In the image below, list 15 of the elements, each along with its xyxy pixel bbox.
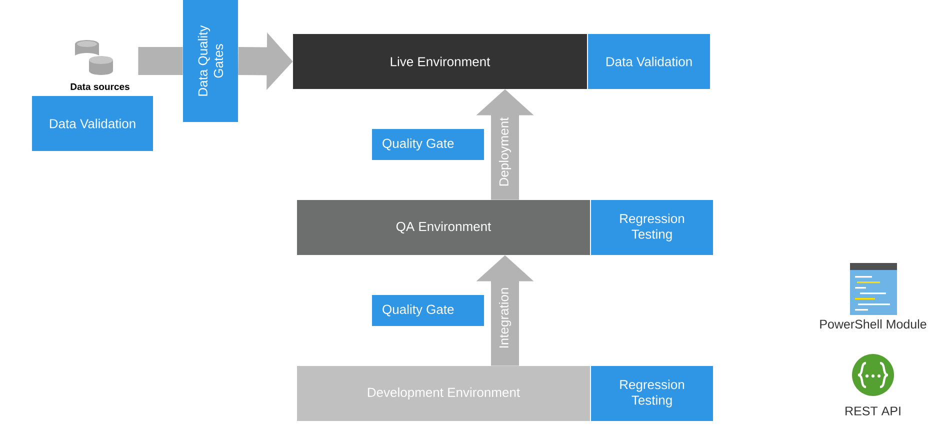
gate-box: Data Quality Gates [183, 0, 238, 122]
validation-box: Data Validation [588, 34, 710, 89]
icon-caption: REST API [846, 406, 900, 416]
data-source-label: Data sources [70, 83, 130, 90]
environment-box: QA Environment [297, 200, 590, 255]
edge-label: Deployment [498, 117, 512, 186]
gate-box: Quality Gate [372, 129, 484, 160]
environment-box: Live Environment [293, 34, 587, 89]
testing-box: Regression Testing [591, 366, 713, 421]
edge-label: Integration [498, 288, 512, 348]
icon-caption: PowerShell Module [820, 319, 926, 329]
validation-box: Data Validation [32, 96, 153, 151]
gate-box: Quality Gate [372, 295, 484, 326]
environment-box: Development Environment [297, 366, 590, 421]
testing-box: Regression Testing [591, 200, 713, 255]
